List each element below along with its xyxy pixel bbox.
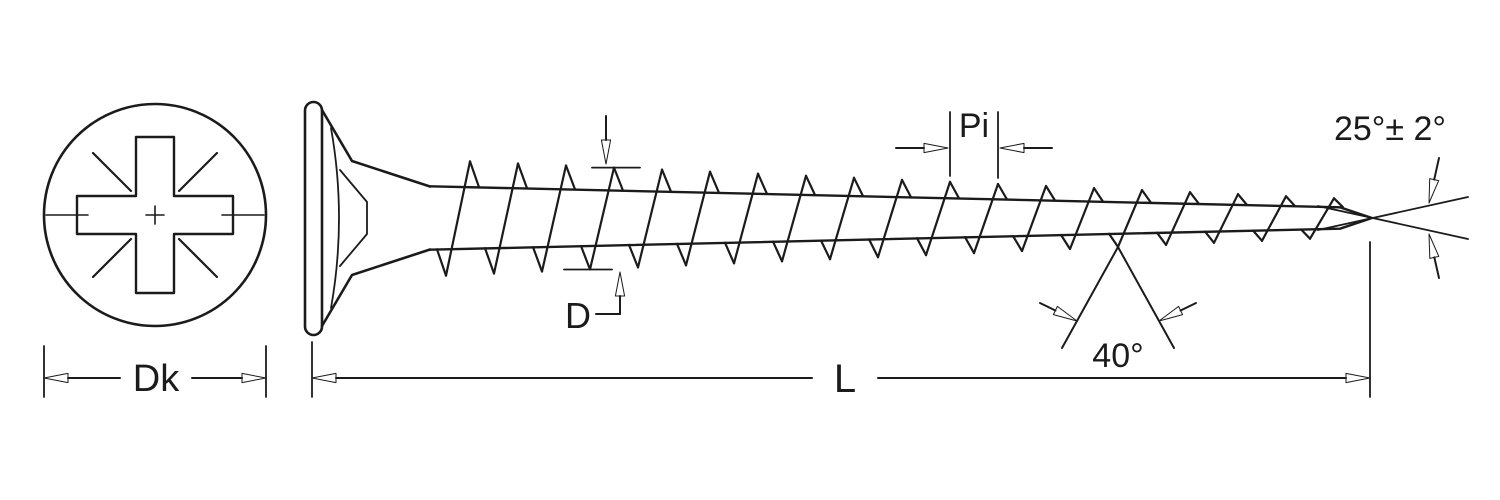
head-front-view <box>42 102 268 328</box>
d-dimension <box>563 115 641 315</box>
head-outline-circle <box>42 102 268 328</box>
tick-ne <box>177 151 219 193</box>
head-bottom-profile <box>320 248 432 328</box>
screw-head-side <box>303 100 432 337</box>
dimension-annotations: Dk L Pi D 40° 25°± 2° <box>43 107 1469 401</box>
tick-sw <box>91 237 133 279</box>
thread-angle-dimension <box>1039 246 1197 349</box>
pi-dimension <box>895 111 1053 179</box>
l-dimension <box>311 241 1371 398</box>
center-mark <box>145 205 165 225</box>
length-label: L <box>834 357 856 401</box>
head-top-profile <box>320 108 432 188</box>
screw-threads <box>435 160 1345 277</box>
screw-side-view <box>303 100 1374 337</box>
head-facet-lines <box>339 169 368 267</box>
tick-se <box>177 237 219 279</box>
dk-dimension <box>43 345 267 398</box>
thread-angle-label: 40° <box>1092 337 1143 375</box>
point-angle-label: 25°± 2° <box>1334 110 1446 148</box>
head-countersink-curve <box>330 127 340 309</box>
pitch-label: Pi <box>959 107 989 145</box>
head-diameter-label: Dk <box>133 358 180 400</box>
head-flat-face <box>303 100 324 337</box>
thread-diameter-label: D <box>565 295 591 336</box>
screw-shank-outline <box>428 185 1374 251</box>
tick-nw <box>91 151 133 193</box>
point-angle-dimension <box>1317 157 1469 279</box>
pozidriv-tick-marks <box>91 151 219 279</box>
pozidriv-recess-outline <box>75 135 235 295</box>
